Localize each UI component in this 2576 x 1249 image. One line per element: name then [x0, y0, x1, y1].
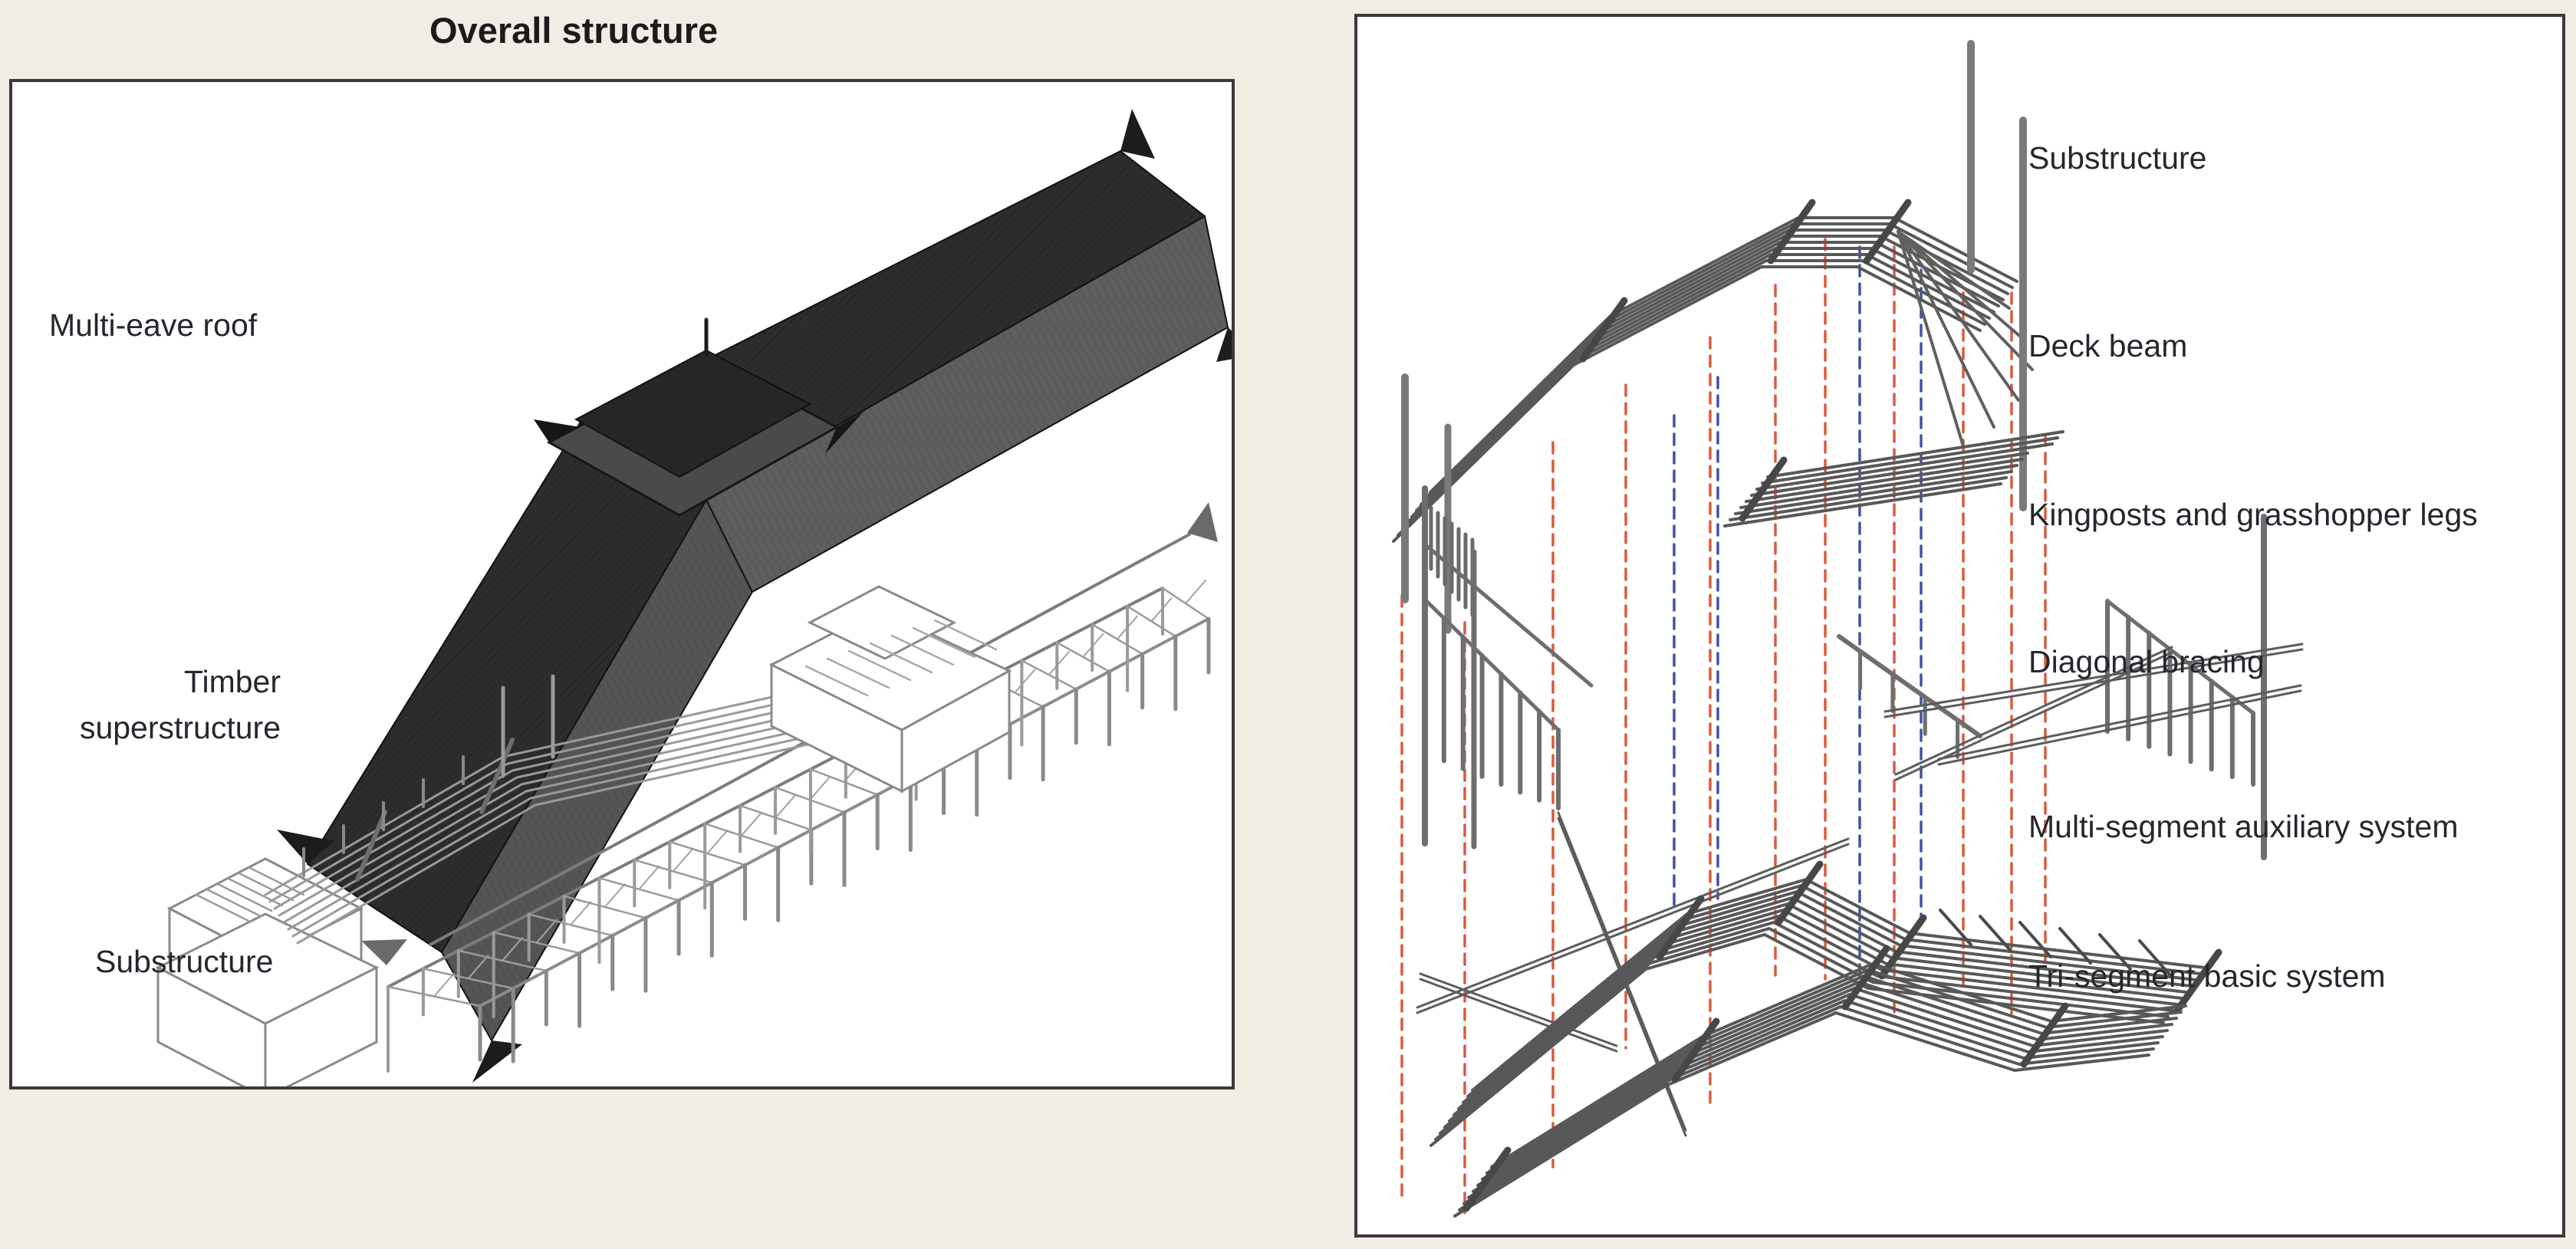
multi-eave-roof-figure	[277, 109, 1232, 1083]
deck-beam-figure	[1723, 430, 2064, 528]
label-layer-tri-segment: Tri-segment basic system	[2028, 958, 2386, 994]
alignment-dashed-lines	[1400, 238, 2047, 1214]
kingposts-grasshopper-legs-figure	[1422, 485, 2267, 860]
label-timber-superstructure-line1: Timber	[183, 664, 281, 699]
figure-title: Overall structure	[429, 10, 719, 51]
component-layers-exploded-drawing	[1392, 40, 2304, 1218]
substructure-figure	[155, 585, 1012, 1086]
label-layer-diagonal-bracing: Diagonal bracing	[2028, 644, 2265, 679]
label-layer-kingposts: Kingposts and grasshopper legs	[2028, 497, 2478, 532]
label-multi-eave-roof: Multi-eave roof	[49, 307, 258, 343]
diagonal-bracing-figure	[1416, 643, 2304, 1137]
multi-segment-auxiliary-figure	[1429, 860, 2222, 1147]
label-timber-superstructure-line2: superstructure	[79, 710, 281, 745]
overall-structure-exploded-drawing	[155, 109, 1232, 1086]
label-layer-deck-beam: Deck beam	[2028, 328, 2188, 363]
label-substructure: Substructure	[95, 944, 274, 979]
component-layers-panel: Substructure Deck beam Kingposts and gra…	[1354, 14, 2565, 1237]
substructure-layer-figure	[1392, 40, 2034, 634]
label-timber-superstructure: Timber superstructure	[77, 659, 281, 751]
tri-segment-basic-figure	[1453, 945, 2187, 1218]
label-layer-multi-segment: Multi-segment auxiliary system	[2028, 809, 2459, 844]
overall-structure-panel: Multi-eave roof Timber superstructure Su…	[9, 79, 1235, 1090]
label-layer-substructure: Substructure	[2028, 140, 2207, 176]
